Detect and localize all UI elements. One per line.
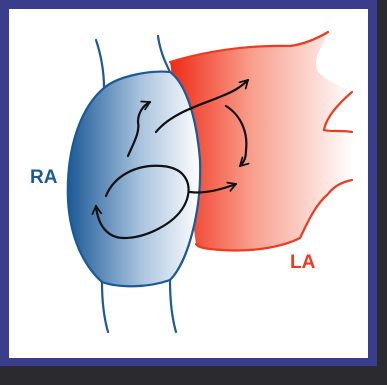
ra-label: RA xyxy=(30,167,58,188)
la-label: LA xyxy=(290,252,316,273)
